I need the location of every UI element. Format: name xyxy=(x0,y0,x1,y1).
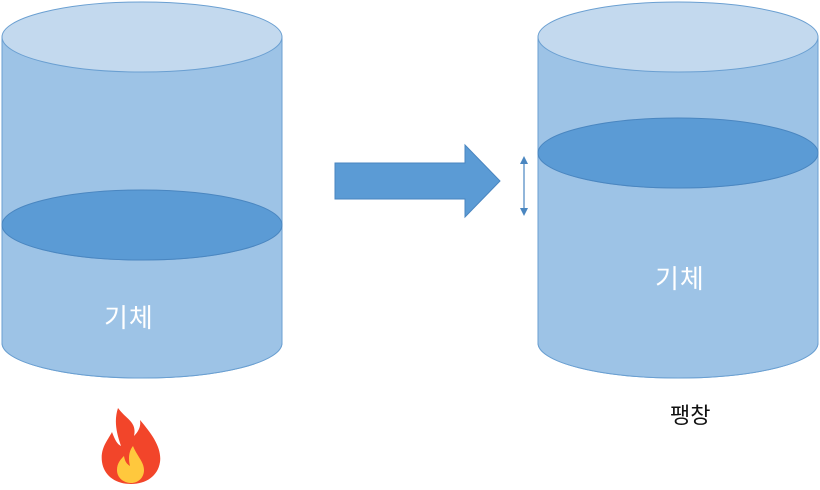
left-gas-label: 기체 xyxy=(104,304,154,334)
double-headed-arrow-icon xyxy=(520,156,528,216)
right-cylinder xyxy=(537,1,819,379)
expansion-caption: 팽창 xyxy=(670,404,711,429)
fire-icon xyxy=(101,408,161,484)
right-cylinder-top xyxy=(537,1,819,73)
left-gas-surface xyxy=(1,189,283,261)
left-cylinder xyxy=(1,1,283,379)
right-gas-surface xyxy=(537,117,819,189)
right-gas-label: 기체 xyxy=(655,265,705,295)
right-arrow-icon xyxy=(334,143,501,219)
left-cylinder-top xyxy=(1,1,283,73)
